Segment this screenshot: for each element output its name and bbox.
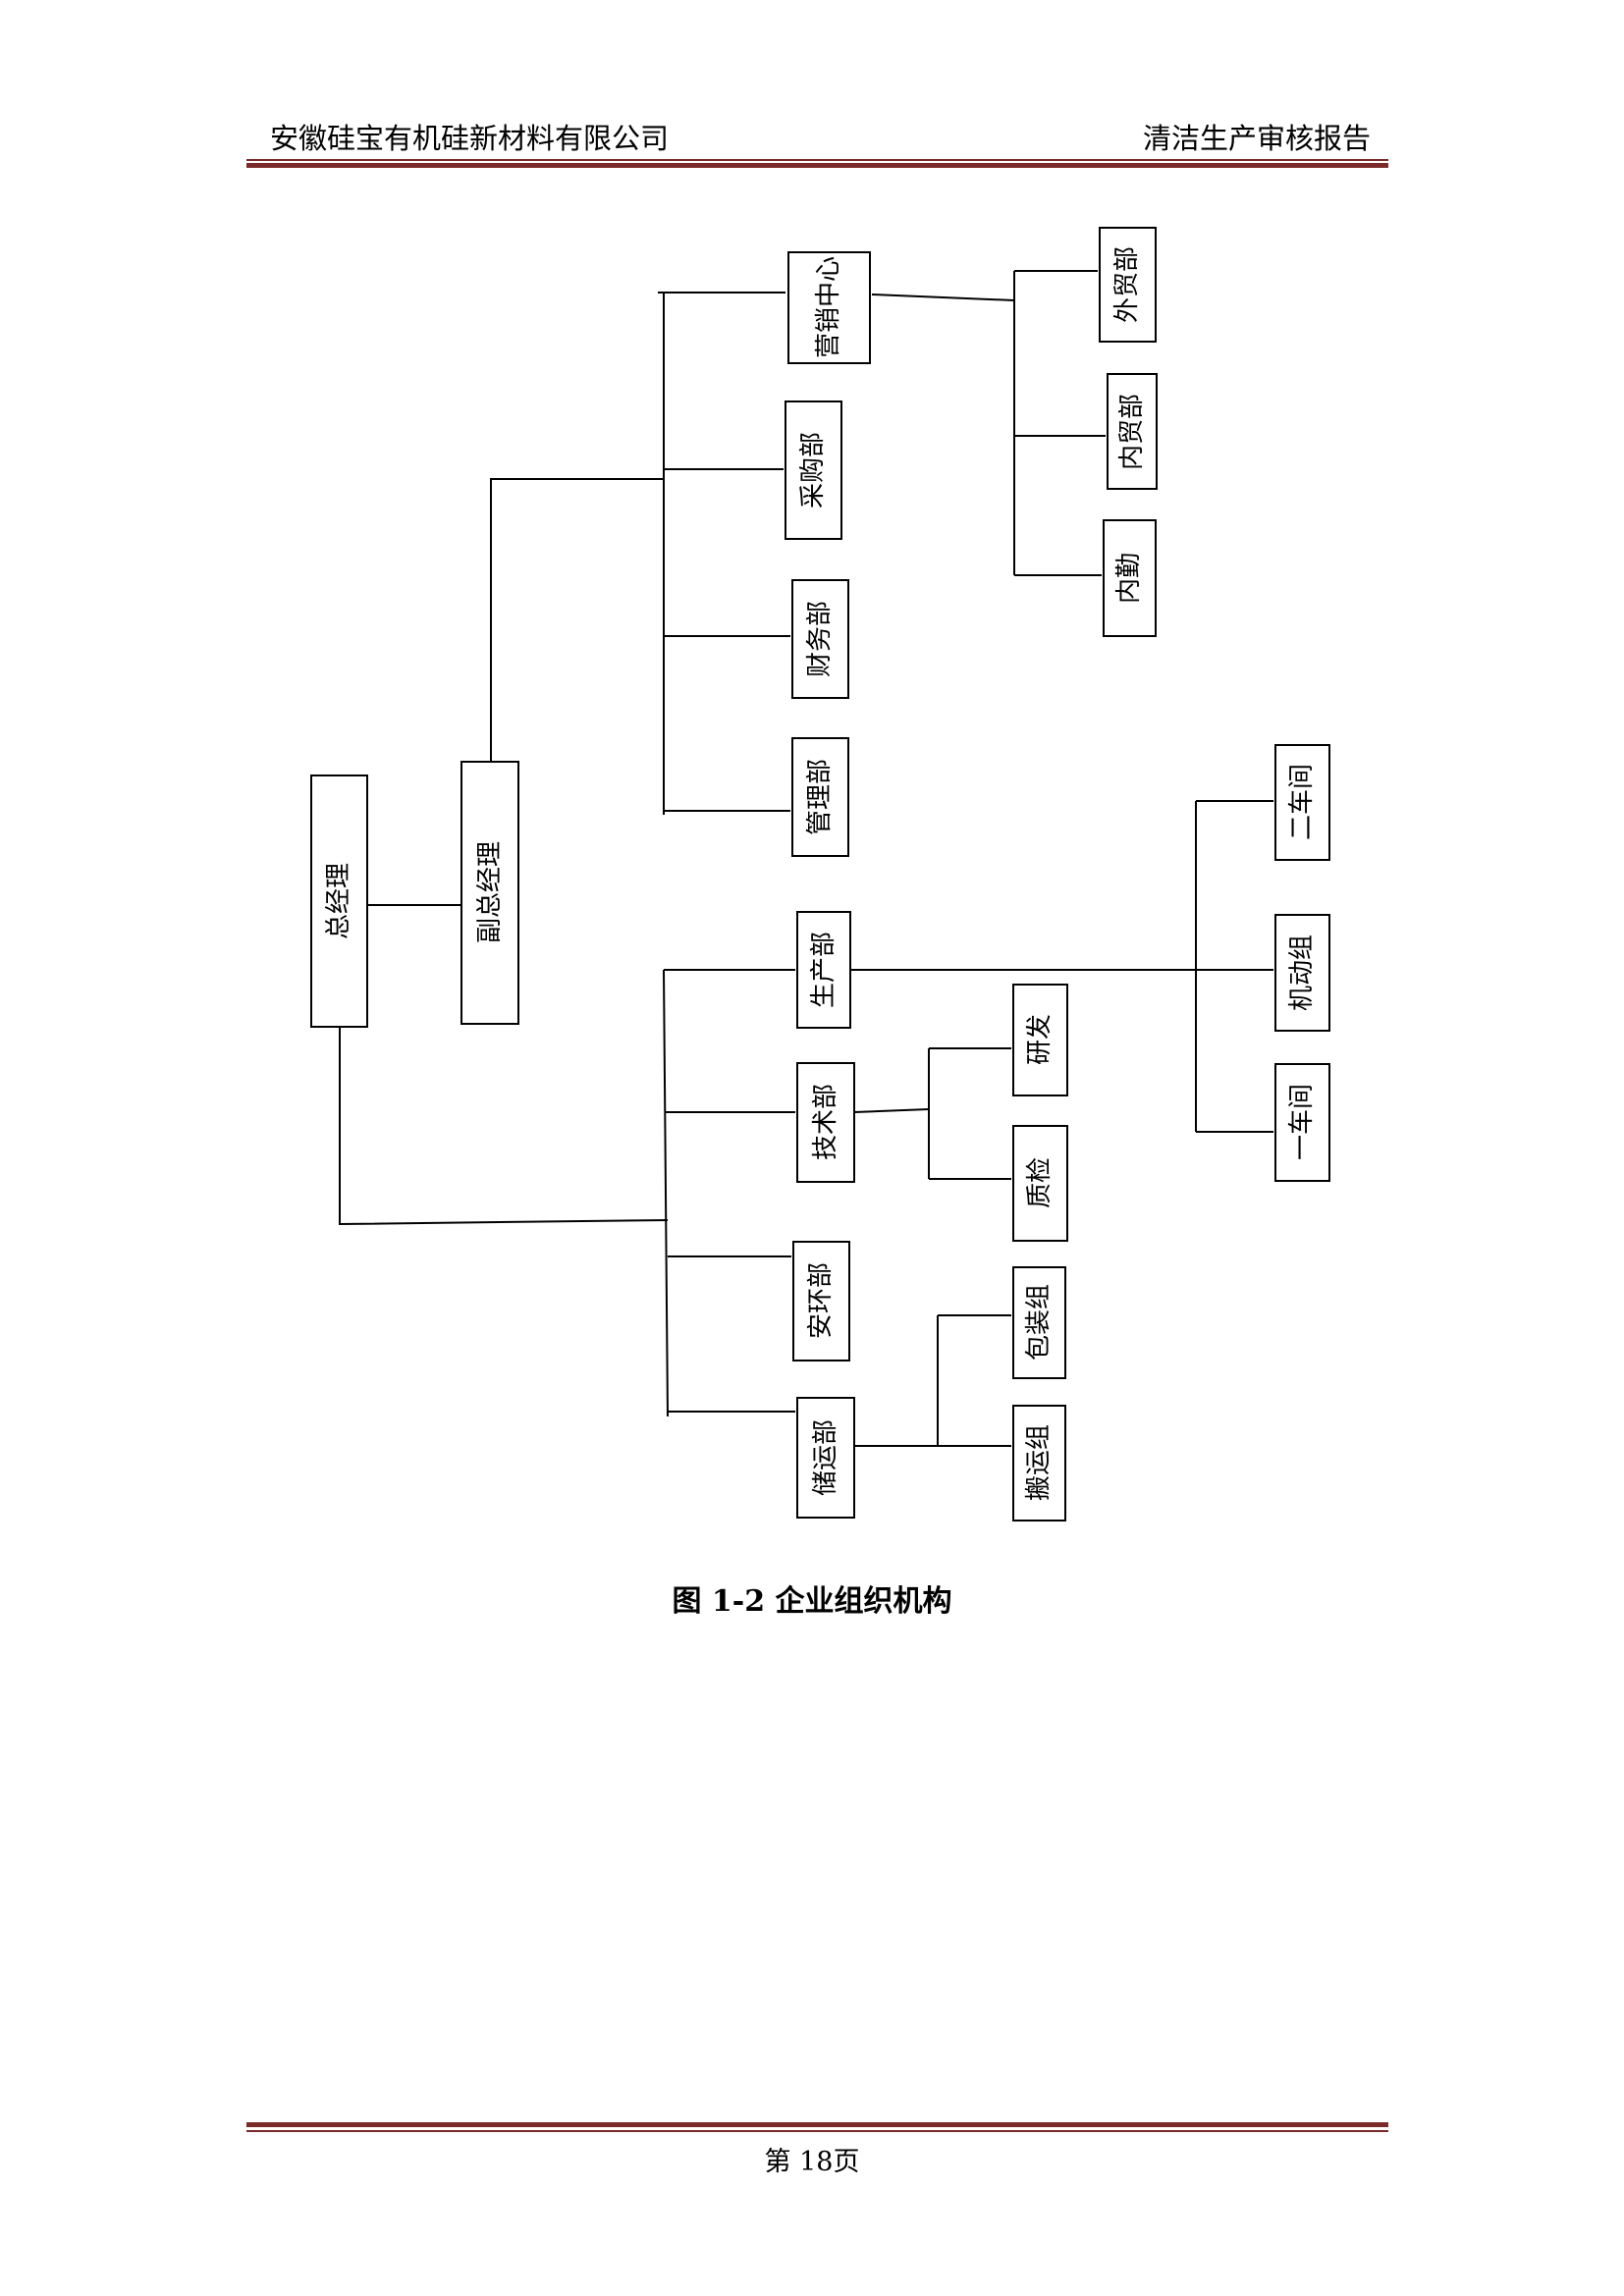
org-box-back-office: 内勤 [1103,519,1157,637]
header-company: 安徽硅宝有机硅新材料有限公司 [270,122,670,155]
header-rule-thick [246,163,1388,168]
org-box-qc: 质检 [1012,1125,1068,1242]
org-box-rnd: 研发 [1012,984,1068,1096]
org-label-management: 管理部 [805,759,835,835]
org-label-workshop-1: 一车间 [1287,1084,1317,1160]
org-box-production: 生产部 [796,911,851,1029]
org-box-root: 总经理 [310,774,368,1028]
org-label-finance: 财务部 [805,601,835,677]
org-box-packaging: 包装组 [1012,1266,1066,1379]
org-box-workshop-1: 一车间 [1274,1063,1330,1182]
org-box-finance: 财务部 [791,579,849,699]
org-label-logistics: 储运部 [811,1419,840,1496]
org-label-rnd: 研发 [1025,1014,1055,1065]
org-box-safety-env: 安环部 [792,1241,850,1362]
org-label-safety-env: 安环部 [806,1262,836,1339]
header-rule-thin [246,159,1388,161]
footer-rule-thin [246,2130,1388,2132]
org-box-marketing-center: 营销中心 [787,251,871,364]
header-report-title: 清洁生产审核报告 [1142,122,1371,155]
org-box-workshop-2: 二车间 [1274,744,1330,861]
org-label-handling: 搬运组 [1024,1424,1054,1501]
org-box-management: 管理部 [791,737,849,857]
org-box-handling: 搬运组 [1012,1405,1066,1522]
org-label-back-office: 内勤 [1114,553,1144,604]
org-box-foreign-trade: 外贸部 [1099,227,1157,343]
figure-caption: 图 1-2 企业组织机构 [672,1584,952,1619]
org-chart-connectors [339,270,1273,1447]
org-label-production: 生产部 [809,932,839,1008]
org-box-maintenance-group: 机动组 [1274,914,1330,1032]
org-box-purchasing: 采购部 [785,400,842,540]
org-box-domestic-trade: 内贸部 [1107,373,1158,490]
org-label-technical: 技术部 [811,1084,840,1160]
org-label-workshop-2: 二车间 [1287,764,1317,840]
org-label-maintenance-group: 机动组 [1287,934,1317,1011]
org-label-root: 总经理 [324,863,353,939]
page-number: 第 18页 [764,2147,860,2177]
org-box-logistics: 储运部 [796,1397,855,1519]
org-chart: 总经理 副总经理 营销中心 采购部 财务部 管理部 外贸部 内贸部 内勤 生产部… [310,227,1330,1522]
org-box-deputy: 副总经理 [460,761,519,1025]
org-label-deputy: 副总经理 [475,841,505,943]
org-label-qc: 质检 [1025,1157,1055,1208]
org-label-purchasing: 采购部 [798,432,828,508]
org-label-packaging: 包装组 [1024,1284,1054,1361]
org-label-domestic-trade: 内贸部 [1117,394,1147,470]
org-label-marketing-center: 营销中心 [814,256,843,358]
footer-rule-thick [246,2122,1388,2127]
org-box-technical: 技术部 [796,1062,855,1183]
org-label-foreign-trade: 外贸部 [1112,246,1142,323]
